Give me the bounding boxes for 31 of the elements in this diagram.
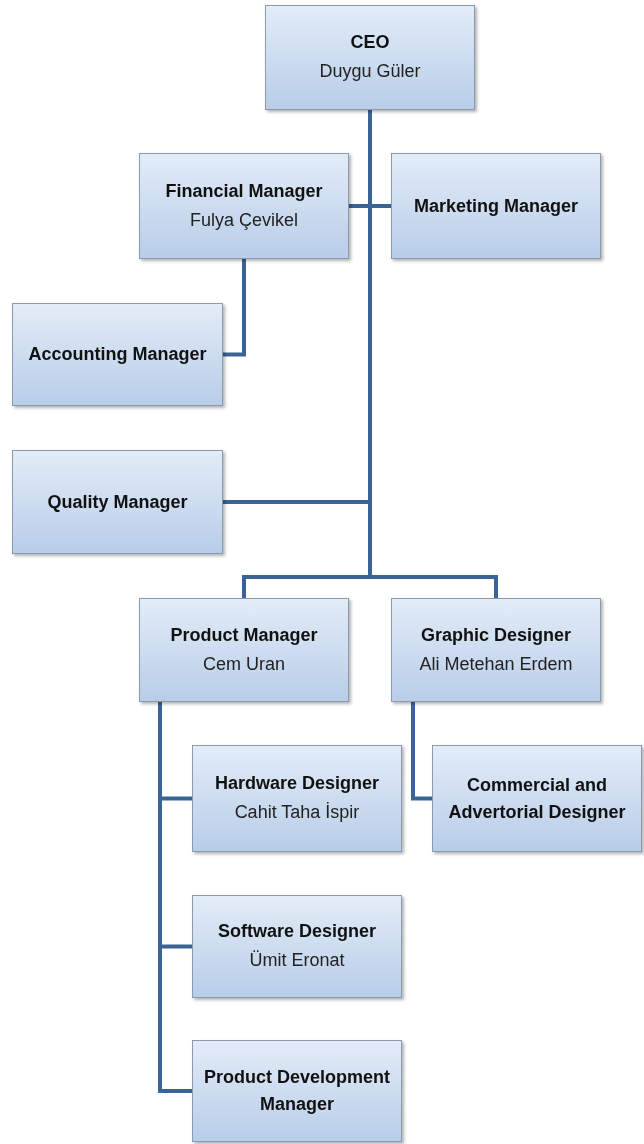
org-chart-box: [139, 153, 349, 259]
person-name: Ali Metehan Erdem: [419, 652, 573, 676]
job-title: Product Manager: [170, 623, 318, 647]
connector-line: [223, 259, 246, 357]
person-name: Ümit Eronat: [249, 949, 345, 972]
person-name: Cahit Taha İspir: [234, 801, 360, 824]
org-chart-box: [391, 598, 601, 702]
org-chart-box: [139, 598, 349, 702]
org-chart-box: [265, 5, 475, 110]
job-title: Commercial and Advertorial Designer: [447, 773, 627, 824]
org-chart-box: [192, 1040, 402, 1142]
org-chart-box: [192, 895, 402, 998]
org-chart-box: [391, 153, 601, 259]
person-name: Fulya Çevikel: [189, 208, 298, 232]
job-title: Graphic Designer: [420, 623, 571, 647]
connector-line: [158, 702, 192, 1093]
job-title: Software Designer: [217, 920, 376, 943]
person-name: Cem Uran: [203, 652, 285, 676]
job-title: Product Development Manager: [203, 1066, 391, 1116]
job-title: Accounting Manager: [28, 343, 207, 366]
connector-line: [411, 702, 432, 801]
org-chart-box: [12, 303, 223, 406]
job-title: CEO: [350, 31, 390, 54]
person-name: Duygu Güler: [319, 60, 421, 83]
org-chart-box: [12, 450, 223, 554]
job-title: Hardware Designer: [214, 772, 380, 795]
org-chart-box: [192, 745, 402, 852]
job-title: Financial Manager: [165, 179, 323, 203]
org-chart-box: [432, 745, 642, 852]
job-title: Marketing Manager: [413, 194, 578, 218]
job-title: Quality Manager: [47, 490, 188, 514]
